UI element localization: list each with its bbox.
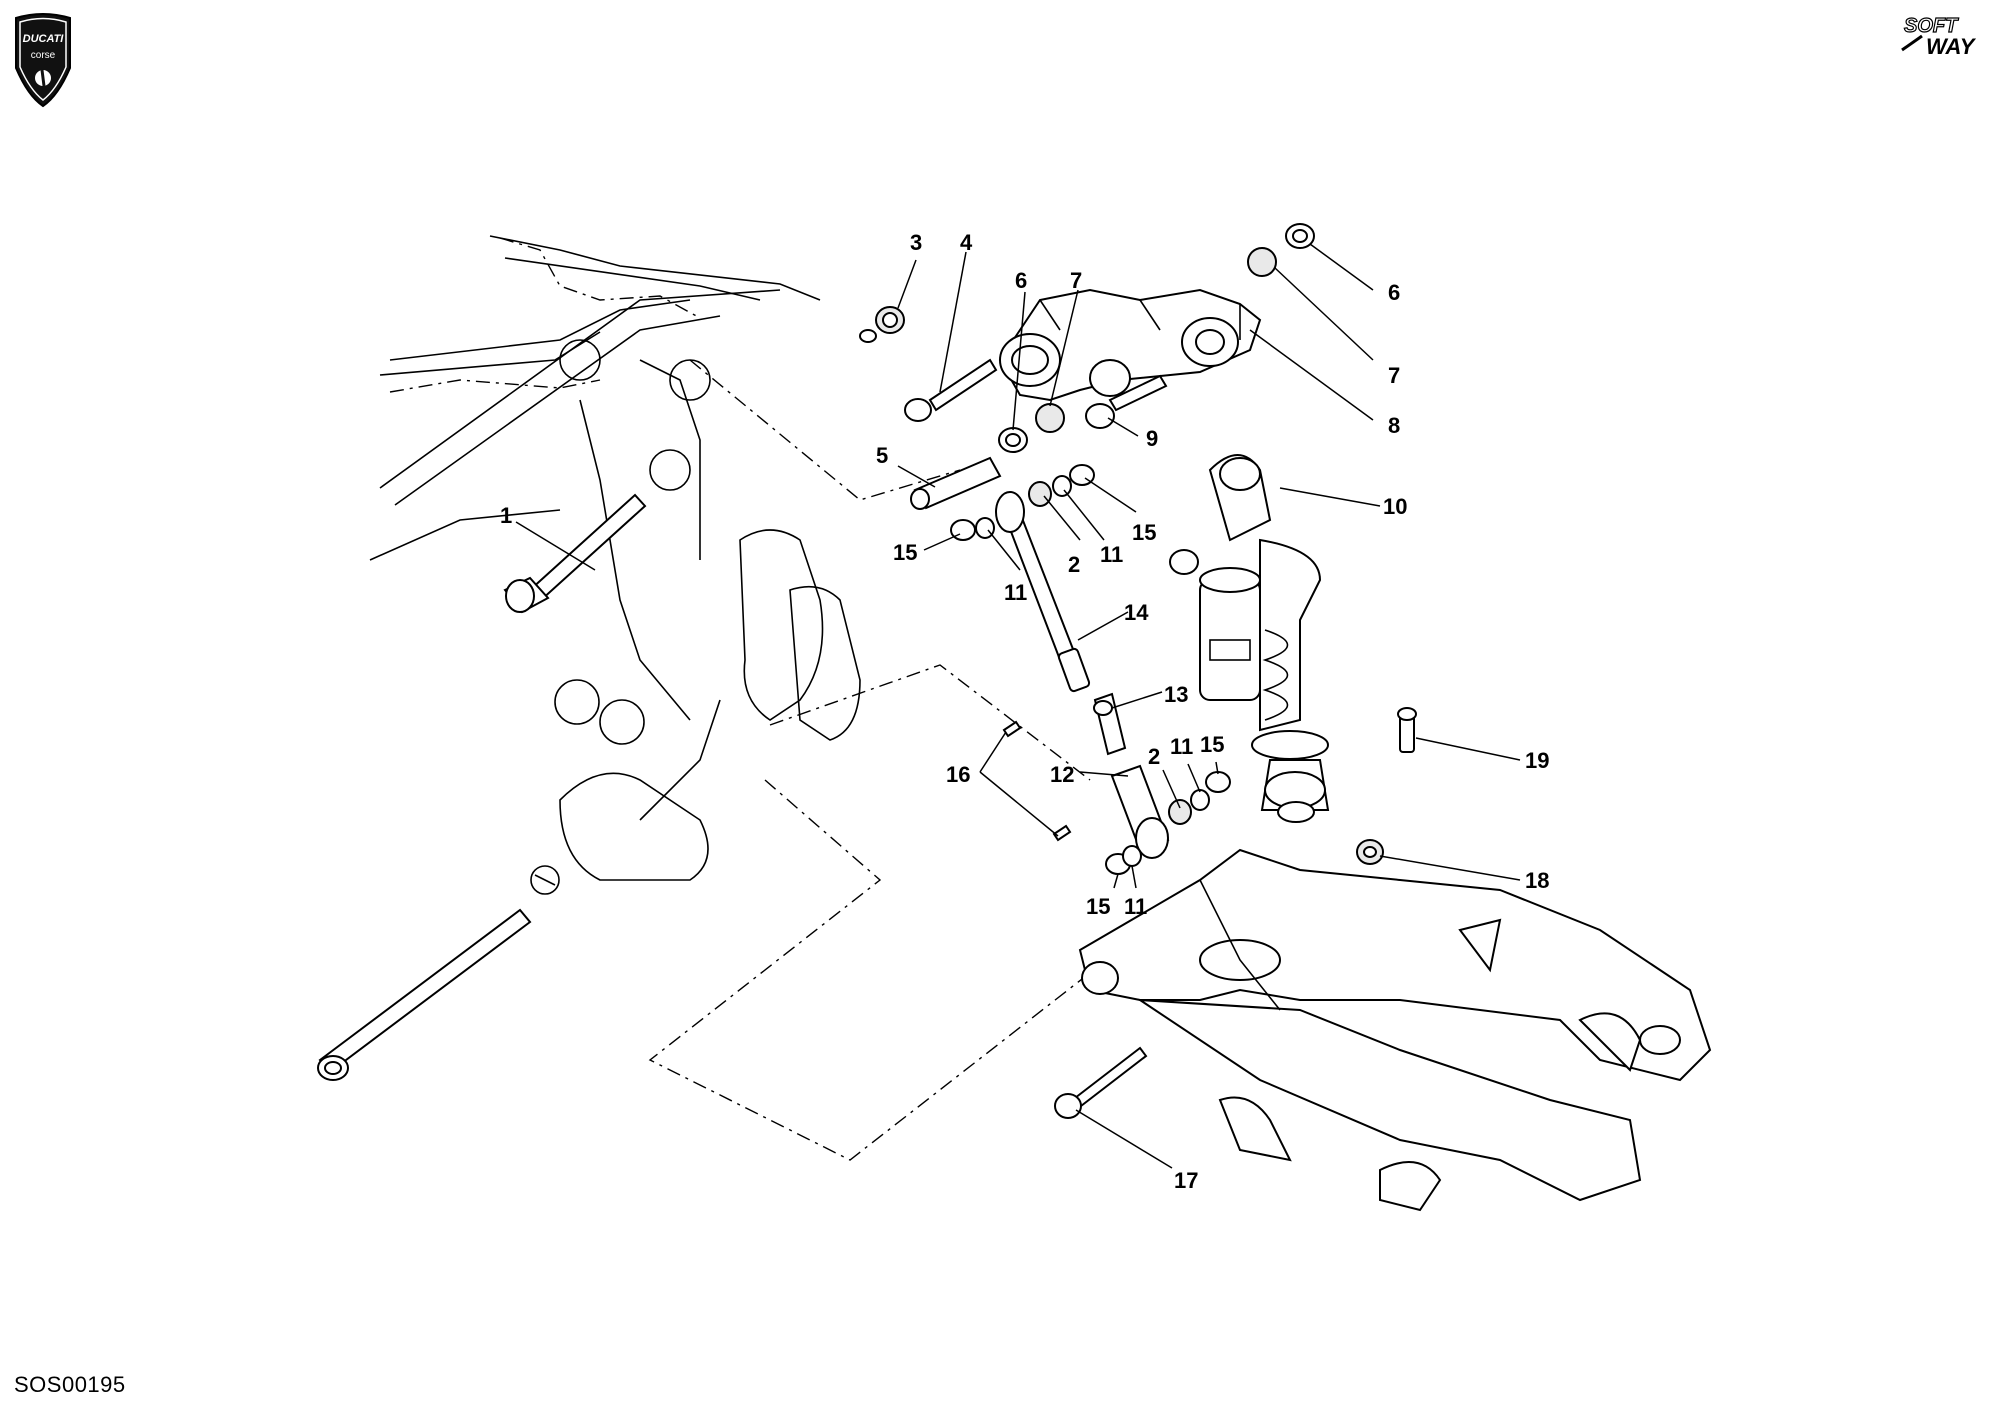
callout-6: 6 xyxy=(1015,268,1027,293)
svg-text:DUCATI: DUCATI xyxy=(23,33,65,45)
part-18-nut xyxy=(1356,839,1384,865)
callout-11: 11 xyxy=(1100,542,1123,567)
part-17-bolt xyxy=(1054,1046,1148,1119)
callout-5: 5 xyxy=(876,443,888,468)
svg-text:WAY: WAY xyxy=(1926,34,1977,59)
callout-15: 15 xyxy=(1200,732,1224,757)
part-10-shock-absorber xyxy=(1169,454,1330,823)
callout-11: 11 xyxy=(1124,894,1147,919)
callout-6: 6 xyxy=(1388,280,1400,305)
part-7-bearing xyxy=(1035,247,1277,433)
part-8-rocker-linkage xyxy=(998,288,1262,402)
part-12-rod-end xyxy=(1110,764,1170,859)
callout-4: 4 xyxy=(960,230,973,255)
callout-1: 1 xyxy=(500,503,512,528)
callout-7: 7 xyxy=(1388,363,1400,388)
callout-10: 10 xyxy=(1383,494,1407,519)
callout-18: 18 xyxy=(1525,868,1549,893)
frame-outline xyxy=(369,235,1101,1161)
callout-11: 11 xyxy=(1004,580,1027,605)
svg-text:corse: corse xyxy=(31,50,56,61)
part-19-bolt xyxy=(1397,707,1417,753)
part-13-adjuster xyxy=(1093,692,1127,756)
callout-15: 15 xyxy=(893,540,917,565)
part-1-bolt xyxy=(503,493,647,614)
callout-13: 13 xyxy=(1164,682,1188,707)
rear-pivot-axle xyxy=(317,908,532,1081)
ducati-corse-logo: DUCATI corse xyxy=(15,13,71,108)
part-9-bolt xyxy=(1085,374,1168,429)
leader-lines xyxy=(515,243,1521,1169)
callout-14: 14 xyxy=(1124,600,1149,625)
callout-2: 2 xyxy=(1148,744,1160,769)
callout-15: 15 xyxy=(1132,520,1156,545)
softway-logo: SOFT WAY xyxy=(1901,14,1977,59)
callout-15: 15 xyxy=(1086,894,1110,919)
callout-19: 19 xyxy=(1525,748,1549,773)
callout-labels: 1 2 2 3 4 5 6 6 7 7 8 9 10 11 11 11 11 1… xyxy=(500,230,1549,1193)
callout-16: 16 xyxy=(946,762,970,787)
callout-7: 7 xyxy=(1070,268,1082,293)
part-14-tie-rod xyxy=(995,491,1091,693)
callout-8: 8 xyxy=(1388,413,1400,438)
drawing-code: SOS00195 xyxy=(14,1372,126,1397)
callout-3: 3 xyxy=(910,230,922,255)
callout-2: 2 xyxy=(1068,552,1080,577)
swingarm xyxy=(1078,848,1712,1212)
part-2-bearing xyxy=(1028,481,1192,825)
callout-9: 9 xyxy=(1146,426,1158,451)
callout-11: 11 xyxy=(1170,734,1193,759)
callout-12: 12 xyxy=(1050,762,1074,787)
part-16-screw xyxy=(1002,720,1072,842)
callout-17: 17 xyxy=(1174,1168,1198,1193)
part-3-spacer xyxy=(859,306,905,343)
part-5-pin xyxy=(910,456,1002,510)
svg-text:SOFT: SOFT xyxy=(1904,15,1959,37)
part-6-seal xyxy=(998,223,1315,453)
part-4-bolt xyxy=(904,358,998,422)
